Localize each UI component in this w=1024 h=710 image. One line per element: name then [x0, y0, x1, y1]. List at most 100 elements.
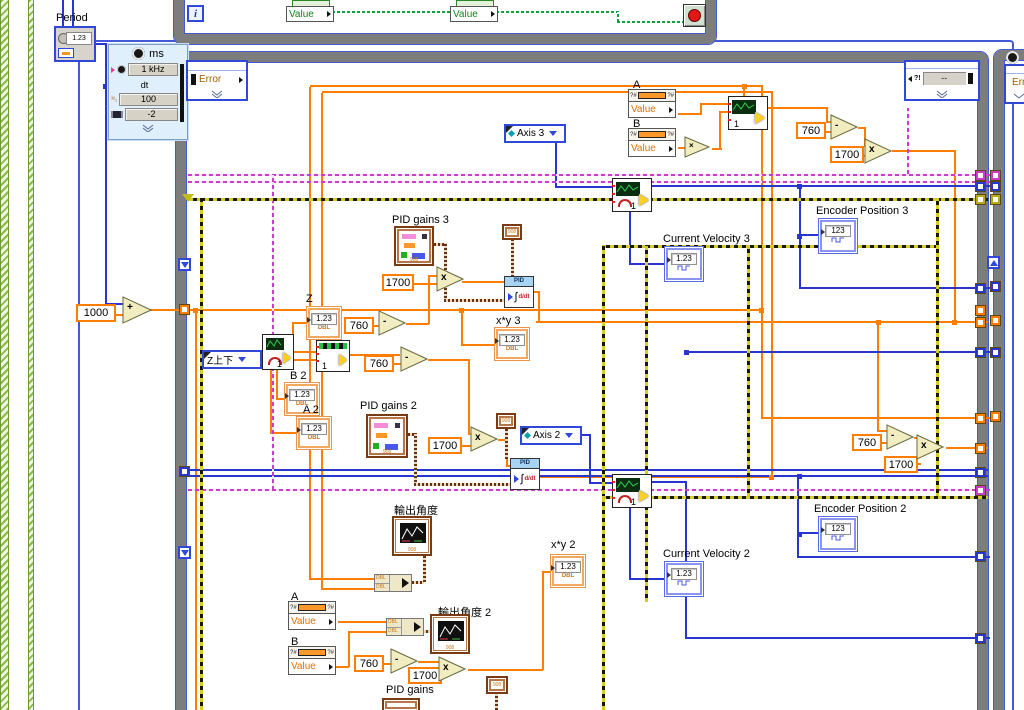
shift-register[interactable]	[987, 256, 1000, 269]
ep2-indicator[interactable]: 123	[818, 516, 858, 552]
axis3-ring-constant[interactable]: Axis 3	[504, 124, 566, 143]
loop-tunnel[interactable]	[975, 467, 986, 478]
subtract-node[interactable]: -	[886, 424, 915, 450]
loop-tunnel[interactable]	[990, 170, 1001, 181]
subtract-node[interactable]: -	[830, 114, 859, 140]
shift-register[interactable]	[178, 546, 191, 559]
pid-gains-cluster-constant[interactable]	[382, 698, 420, 710]
loop-tunnel[interactable]	[975, 551, 986, 562]
constant-1700[interactable]: 1700	[830, 146, 864, 163]
constant-1700[interactable]: 1700	[884, 456, 918, 473]
negate-node[interactable]: ×	[684, 136, 711, 158]
motor-write-express-vi[interactable]: 1	[728, 96, 768, 130]
loop-tunnel[interactable]	[975, 194, 986, 205]
loop-tunnel[interactable]	[179, 466, 190, 477]
subtract-node[interactable]: -	[400, 346, 429, 372]
constant-1000[interactable]: 1000	[76, 304, 116, 322]
loop-tunnel[interactable]	[975, 443, 986, 454]
loop-tunnel[interactable]	[975, 181, 986, 192]
pid-vi[interactable]: PID ∫d/dt	[504, 276, 534, 308]
wire	[150, 309, 762, 311]
xy-graph-terminal[interactable]: 908	[430, 614, 470, 654]
timing-dt[interactable]: dt	[140, 79, 149, 90]
wire-junction	[797, 532, 802, 537]
wire	[276, 369, 278, 399]
loop-tunnel[interactable]	[975, 347, 986, 358]
small-cluster-constant[interactable]: 908	[496, 413, 516, 429]
value-property-node[interactable]: Value	[286, 6, 334, 22]
loop-tunnel[interactable]	[990, 411, 1001, 422]
add-node[interactable]: +	[122, 296, 153, 324]
timing-period[interactable]: 100	[119, 93, 178, 106]
loop-tunnel[interactable]	[990, 347, 1001, 358]
loop-tunnel[interactable]	[179, 304, 190, 315]
error-unbundle-node[interactable]: Error	[186, 60, 248, 101]
loop-tunnel[interactable]	[975, 317, 986, 328]
multiply-node[interactable]: x	[916, 434, 945, 460]
constant-760[interactable]: 760	[364, 355, 394, 372]
value-property-node[interactable]: Value	[450, 6, 498, 22]
motor-read-express-vi[interactable]: 1	[612, 178, 652, 212]
timing-rate[interactable]: 1 kHz	[128, 63, 178, 76]
constant-760[interactable]: 760	[852, 434, 882, 451]
cv2-indicator[interactable]: 1.23	[664, 561, 704, 597]
shift-register[interactable]	[178, 258, 191, 271]
multiply-node[interactable]: x	[470, 426, 499, 452]
constant-760[interactable]: 760	[344, 317, 374, 334]
constant-1700[interactable]: 1700	[382, 274, 414, 291]
loop-tunnel[interactable]	[990, 315, 1001, 326]
ep3-indicator[interactable]: 123	[818, 218, 858, 254]
cv3-indicator[interactable]: 1.23	[664, 246, 704, 282]
constant-760[interactable]: 760	[796, 122, 826, 139]
b-value-property-node[interactable]: ?#?# Value	[628, 128, 676, 157]
multiply-node[interactable]: x	[864, 138, 893, 164]
pid-gains3-cluster-constant[interactable]: 908	[394, 226, 434, 266]
waveform-screen-icon	[616, 182, 640, 196]
subtract-node[interactable]: -	[378, 310, 407, 336]
a-value-property-node[interactable]: ?#?# Value	[628, 89, 676, 118]
pid-vi[interactable]: PID ∫d/dt	[510, 458, 540, 490]
subtract-node[interactable]: -	[390, 648, 419, 674]
constant-760[interactable]: 760	[354, 655, 384, 672]
z-updown-enum-constant[interactable]: Z上下	[202, 350, 262, 369]
motor-index-express-vi[interactable]: 1	[316, 340, 350, 372]
period-control-terminal[interactable]: 1.23	[54, 26, 96, 62]
wire	[272, 174, 274, 490]
small-cluster-constant[interactable]: 908	[486, 676, 508, 694]
a-value-property-node[interactable]: ?#?# Value	[288, 601, 336, 630]
stop-button[interactable]	[683, 4, 706, 27]
arrow-icon	[639, 490, 649, 502]
error-cluster-icon	[191, 74, 196, 85]
motor-read-express-vi[interactable]: 1	[612, 474, 652, 508]
motor-setup-express-vi[interactable]: 1	[262, 334, 294, 370]
error-unbundle-node[interactable]: Error	[1004, 64, 1024, 104]
iteration-terminal[interactable]: i	[187, 5, 204, 22]
reference-property-node[interactable]: ?!--	[904, 60, 980, 101]
loop-tunnel[interactable]	[975, 485, 986, 496]
small-cluster-constant[interactable]: 908	[502, 224, 522, 240]
loop-tunnel[interactable]	[990, 194, 1001, 205]
loop-tunnel[interactable]	[990, 281, 1001, 292]
loop-tunnel[interactable]	[975, 633, 986, 644]
xy-graph-terminal[interactable]: 908	[392, 516, 432, 556]
timing-priority[interactable]: -2	[125, 108, 178, 121]
loop-tunnel[interactable]	[975, 170, 986, 181]
constant-1700[interactable]: 1700	[428, 437, 462, 454]
loop-tunnel[interactable]	[975, 305, 986, 316]
multiply-node[interactable]: x	[438, 656, 467, 682]
pid-gains2-cluster-constant[interactable]: 908	[366, 414, 408, 458]
b-value-property-node[interactable]: ?#?# Value	[288, 646, 336, 675]
multiply-node[interactable]: x	[436, 266, 465, 292]
axis2-ring-constant[interactable]: Axis 2	[520, 426, 582, 445]
loop-tunnel[interactable]	[975, 283, 986, 294]
loop-tunnel[interactable]	[990, 181, 1001, 192]
loop-tunnel[interactable]	[975, 413, 986, 424]
